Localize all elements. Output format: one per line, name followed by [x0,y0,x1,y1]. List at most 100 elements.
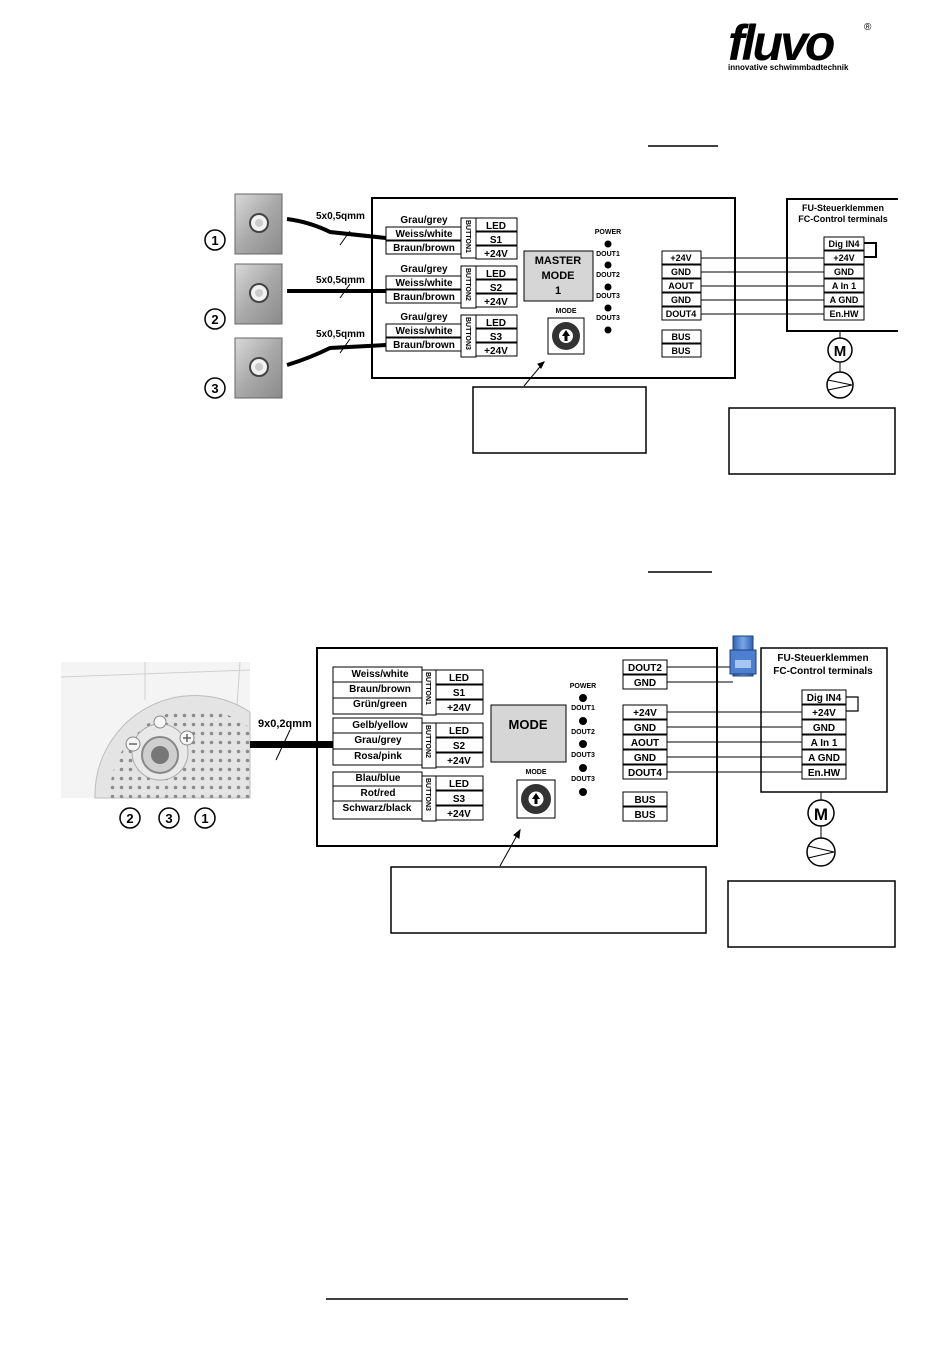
push-button-2 [234,263,283,325]
svg-text:Rot/red: Rot/red [361,788,396,799]
svg-text:+24V: +24V [447,756,471,767]
svg-text:Schwarz/black: Schwarz/black [343,803,412,814]
led-dout1 [604,261,612,269]
svg-text:S1: S1 [490,235,503,246]
svg-text:Grau/grey: Grau/grey [400,312,448,323]
svg-text:BUTTON1: BUTTON1 [424,672,431,705]
svg-text:Grün/green: Grün/green [353,699,407,710]
svg-text:S1: S1 [453,688,466,699]
svg-text:A In 1: A In 1 [811,738,838,749]
svg-text:MODE: MODE [509,717,548,732]
led2-dout3b [579,788,587,796]
led-dout3b [604,326,612,334]
diagram-2: 2 3 1 9x0,2qmm Weiss/white Braun/brown G… [60,635,896,948]
led-power [604,240,612,248]
svg-text:AOUT: AOUT [668,281,694,291]
svg-text:2: 2 [211,312,218,327]
svg-text:GND: GND [634,678,656,689]
pump-symbol [826,371,854,399]
svg-text:En.HW: En.HW [830,309,860,319]
svg-text:+24V: +24V [484,297,508,308]
relay-terminals: DOUT2 GND [622,659,733,690]
svg-text:1: 1 [211,233,218,248]
svg-text:A GND: A GND [830,295,859,305]
cable-label-1: 5x0,5qmm [316,211,365,222]
svg-text:+24V: +24V [670,253,691,263]
button-group-1: Grau/grey Weiss/white Braun/brown BUTTON… [385,215,518,260]
svg-text:+24V: +24V [633,708,657,719]
rotary-mode-switch-2[interactable] [516,779,556,819]
led2-label-dout2: DOUT2 [571,729,595,736]
svg-text:BUS: BUS [634,795,655,806]
svg-text:GND: GND [813,723,835,734]
svg-text:AOUT: AOUT [631,738,659,749]
svg-text:+24V: +24V [833,253,854,263]
output-terminals: +24V GND AOUT GND DOUT4 BUS BUS [661,250,702,358]
svg-text:Braun/brown: Braun/brown [393,292,455,303]
svg-text:+24V: +24V [484,249,508,260]
fc-control-terminals: FU-Steuerklemmen FC-Control terminals Di… [786,198,898,332]
led2-label-dout3b: DOUT3 [571,776,595,783]
svg-text:LED: LED [486,318,506,329]
svg-text:1: 1 [555,285,561,297]
led-dout3a [604,304,612,312]
led2-dout3a [579,764,587,772]
svg-text:Weiss/white: Weiss/white [395,326,452,337]
svg-text:En.HW: En.HW [808,768,841,779]
svg-text:Blau/blue: Blau/blue [355,773,400,784]
push-button-3 [234,337,283,399]
svg-text:BUTTON2: BUTTON2 [464,268,471,301]
svg-text:Grau/grey: Grau/grey [354,735,402,746]
fc-wires-2 [667,711,802,773]
svg-text:DOUT4: DOUT4 [666,309,697,319]
master-module-box [371,197,736,379]
logo-brand: fluvo [728,15,834,71]
button-number-3b: 3 [158,807,180,829]
svg-text:BUS: BUS [634,810,655,821]
diagram-1: 1 2 3 5x0,5qmm 5x0,5qmm 5x0,5qmm Grau/gr… [204,193,898,475]
svg-text:+24V: +24V [447,703,471,714]
svg-text:DOUT2: DOUT2 [628,663,662,674]
svg-text:Dig IN4: Dig IN4 [807,693,842,704]
led-label-dout2: DOUT2 [596,272,620,279]
svg-text:Braun/brown: Braun/brown [393,340,455,351]
led2-label-dout3a: DOUT3 [571,752,595,759]
led-label-power: POWER [595,229,621,236]
svg-text:MASTER: MASTER [535,255,582,267]
fc-wires [701,257,824,315]
led-label-dout1: DOUT1 [596,251,620,258]
button-group-2b: Gelb/yellow Grau/grey Rosa/pink BUTTON2 … [332,717,484,769]
svg-text:+24V: +24V [812,708,836,719]
led-label-dout3a: DOUT3 [596,293,620,300]
cable-label: 9x0,2qmm [258,718,312,730]
rotary-mode-switch[interactable] [547,317,585,355]
motor-symbol: M [827,331,853,372]
svg-text:S3: S3 [490,332,503,343]
svg-text:LED: LED [449,726,469,737]
mode-callout [472,361,647,454]
svg-text:Gelb/yellow: Gelb/yellow [352,720,408,731]
led2-label-power: POWER [570,683,596,690]
svg-text:A GND: A GND [808,753,840,764]
svg-text:MODE: MODE [542,270,575,282]
mode-callout-2 [390,828,707,934]
status-leds-2: POWER DOUT1 DOUT2 DOUT3 DOUT3 [570,683,596,796]
svg-text:FC-Control terminals: FC-Control terminals [798,214,888,224]
mode-box: MODE [490,704,567,763]
svg-text:M: M [834,343,847,360]
svg-text:FU-Steuerklemmen: FU-Steuerklemmen [777,653,868,664]
svg-text:Grau/grey: Grau/grey [400,264,448,275]
svg-text:BUS: BUS [671,332,690,342]
svg-text:Rosa/pink: Rosa/pink [354,751,402,762]
pump-symbol-2 [806,837,836,867]
svg-text:FU-Steuerklemmen: FU-Steuerklemmen [802,203,884,213]
led-label-dout3b: DOUT3 [596,315,620,322]
svg-text:+24V: +24V [447,809,471,820]
svg-text:GND: GND [634,753,656,764]
svg-text:Braun/brown: Braun/brown [349,684,411,695]
cable-label-3: 5x0,5qmm [316,329,365,340]
logo-tagline: innovative schwimmbadtechnik [728,63,849,72]
button-number-1b: 1 [194,807,216,829]
fc-callout [728,407,896,475]
